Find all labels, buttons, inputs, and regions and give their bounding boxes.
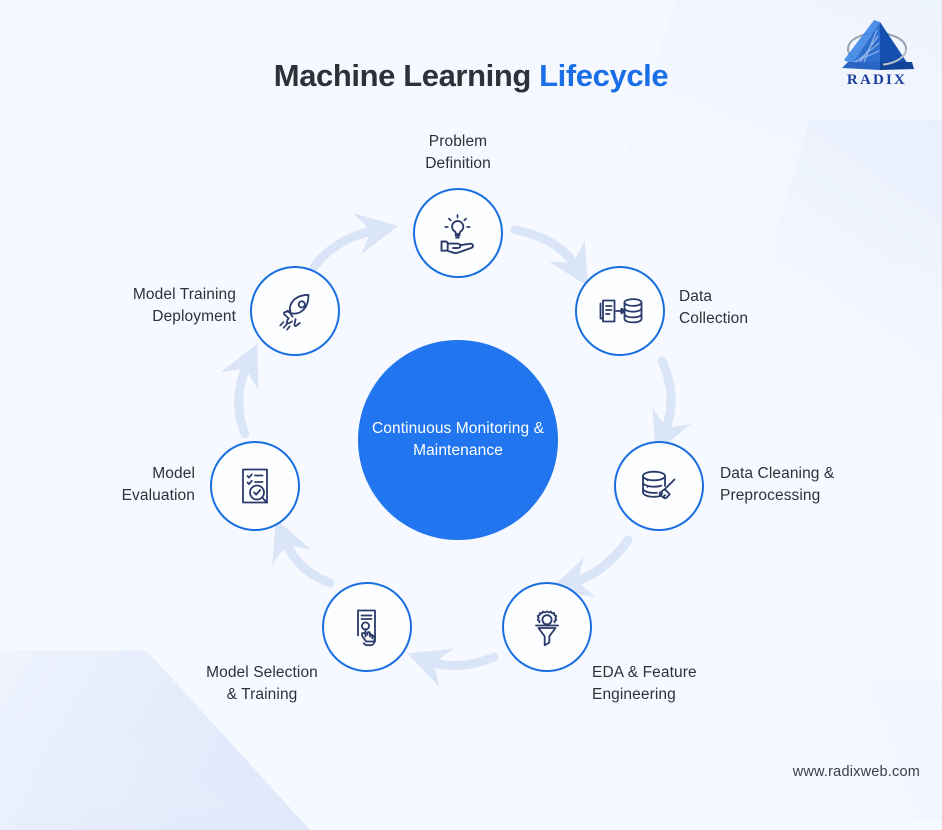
brand-logo: RADIX xyxy=(834,18,920,94)
node-model-evaluation[interactable] xyxy=(210,441,300,531)
cycle-arrows xyxy=(220,213,691,688)
node-data-cleaning[interactable] xyxy=(614,441,704,531)
page-title-main: Machine Learning xyxy=(273,58,540,93)
website-url: www.radixweb.com xyxy=(792,764,920,780)
arrow-2 xyxy=(652,356,691,454)
radix-pyramid-logo-icon xyxy=(842,20,914,70)
node-label-data-cleaning: Data Cleaning & Preprocessing xyxy=(720,465,835,504)
checklist-magnifier-icon xyxy=(242,468,268,504)
node-label-problem-definition: Problem Definition xyxy=(425,133,491,172)
arrow-6 xyxy=(220,343,259,439)
gear-funnel-icon xyxy=(535,610,559,647)
node-eda-feature-engineering[interactable] xyxy=(502,582,592,672)
node-problem-definition[interactable] xyxy=(413,188,503,278)
node-label-data-collection: Data Collection xyxy=(679,288,749,327)
page-title-accent: Lifecycle xyxy=(539,58,669,93)
brand-logo-wordmark: RADIX xyxy=(846,72,908,88)
node-model-training-deployment[interactable] xyxy=(250,266,340,356)
arrow-1 xyxy=(510,225,589,287)
lifecycle-diagram: Continuous Monitoring & Maintenance xyxy=(121,133,835,703)
document-to-database-icon xyxy=(599,298,643,324)
node-model-selection[interactable] xyxy=(322,582,412,672)
hand-tap-document-icon xyxy=(357,609,376,647)
node-label-eda-feature-engineering: EDA & Feature Engineering xyxy=(592,664,697,703)
rocket-icon xyxy=(279,293,310,331)
cycle-hub-label: Continuous Monitoring & Maintenance xyxy=(371,420,545,459)
page-title: Machine Learning Lifecycle xyxy=(0,58,942,94)
node-data-collection[interactable] xyxy=(575,266,665,356)
arrow-4 xyxy=(407,648,499,688)
node-label-model-training-deployment: Model Training Deployment xyxy=(132,286,236,325)
database-broom-icon xyxy=(642,470,676,500)
cycle-hub: Continuous Monitoring & Maintenance xyxy=(358,340,558,540)
arrow-7 xyxy=(309,213,399,272)
arrow-5 xyxy=(272,518,335,588)
hand-lightbulb-icon xyxy=(440,214,474,254)
arrow-3 xyxy=(550,535,633,598)
node-label-model-evaluation: Model Evaluation xyxy=(121,465,195,504)
node-label-model-selection: Model Selection & Training xyxy=(206,664,318,703)
